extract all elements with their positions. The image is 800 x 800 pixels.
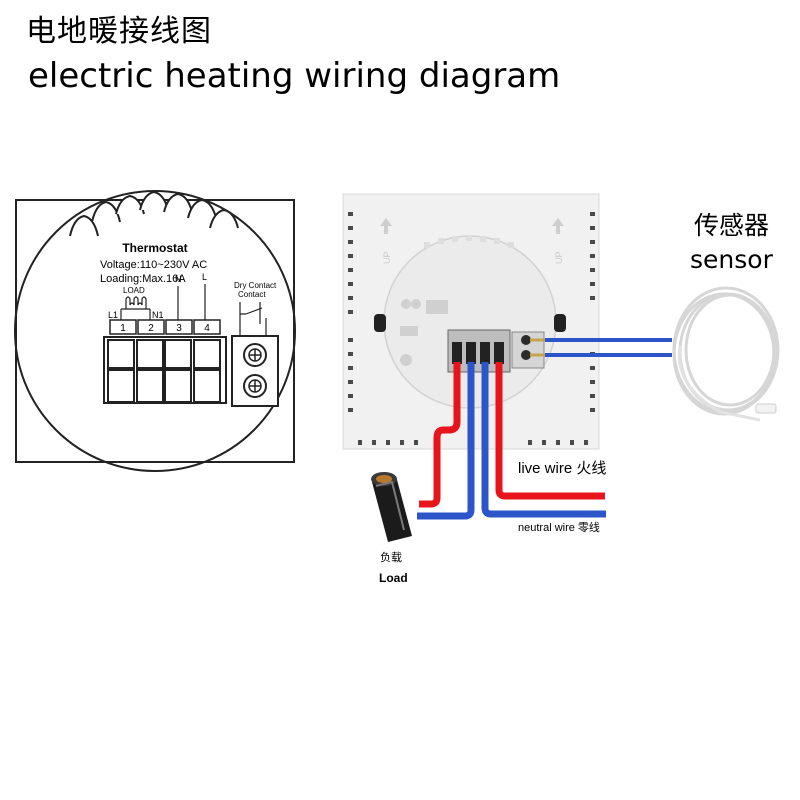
- terminal-number-strip: 1 2 3 4: [109, 319, 221, 335]
- screw-terminal: [243, 343, 267, 367]
- tag-l-top: L: [202, 272, 207, 282]
- certification-marks: [400, 299, 448, 366]
- up-mark-right: UP: [554, 251, 564, 264]
- neutral-wire-label: neutral wire 零线: [518, 522, 600, 534]
- up-mark-left: UP: [382, 251, 392, 264]
- screw-terminal: [243, 374, 267, 398]
- terminal-block: [103, 336, 227, 404]
- module-notches: [424, 235, 514, 248]
- title-chinese: 电地暖接线图: [26, 14, 212, 49]
- sensor-label-english: sensor: [690, 245, 773, 274]
- sensor-label-chinese: 传感器: [694, 211, 770, 240]
- mounting-slot: [374, 314, 386, 332]
- mounting-slot: [554, 314, 566, 332]
- faceplate-voltage: Voltage:110~230V AC: [100, 259, 207, 271]
- sensor-coil-icon: [672, 286, 780, 422]
- terminal-4: 4: [204, 323, 210, 334]
- tag-l1: L1: [108, 310, 118, 320]
- faceplate-loading: Loading:Max.16A: [100, 273, 186, 285]
- tag-n1: N1: [152, 310, 164, 320]
- vent-slots: [348, 212, 595, 445]
- switch-symbol: [245, 307, 263, 315]
- title-english: electric heating wiring diagram: [28, 56, 561, 96]
- wires: [417, 338, 672, 520]
- notch-ring: [69, 190, 239, 237]
- terminal-1: 1: [120, 323, 126, 334]
- tag-n-top: N: [175, 274, 182, 284]
- terminal-2: 2: [148, 323, 154, 334]
- load-label-chinese: 负载: [380, 552, 402, 564]
- dry-contact-label: Dry Contact: [234, 281, 277, 290]
- terminal-faceplate: Thermostat Voltage:110~230V AC Loading:M…: [14, 190, 296, 472]
- up-arrow-icon: [380, 218, 564, 234]
- terminal-3: 3: [176, 323, 182, 334]
- contact-label: Contact: [238, 290, 266, 299]
- load-heater-symbol: [125, 296, 147, 309]
- load-symbol-label: LOAD: [123, 286, 145, 295]
- load-label-english: Load: [379, 571, 408, 585]
- faceplate-title: Thermostat: [122, 241, 187, 255]
- heating-film-roll-icon: [371, 472, 412, 542]
- live-wire-label: live wire 火线: [518, 460, 607, 477]
- device-back-plate: UP UP: [342, 193, 600, 450]
